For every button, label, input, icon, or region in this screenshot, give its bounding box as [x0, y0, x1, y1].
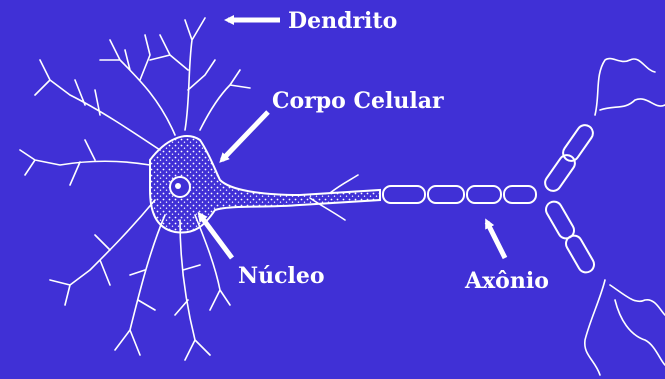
arrows [200, 20, 505, 258]
axon-arrow [487, 222, 505, 258]
axon-label: Axônio [465, 270, 549, 292]
nucleolus-dot [175, 183, 181, 189]
nucleus-arrow [200, 215, 232, 258]
cell-body-arrow [222, 112, 268, 160]
axon-terminals [585, 59, 665, 375]
cell-body-label: Corpo Celular [272, 90, 444, 112]
nucleus-label: Núcleo [238, 265, 325, 287]
myelin-sheath [383, 122, 597, 275]
dendrite-label: Dendrito [288, 10, 397, 32]
